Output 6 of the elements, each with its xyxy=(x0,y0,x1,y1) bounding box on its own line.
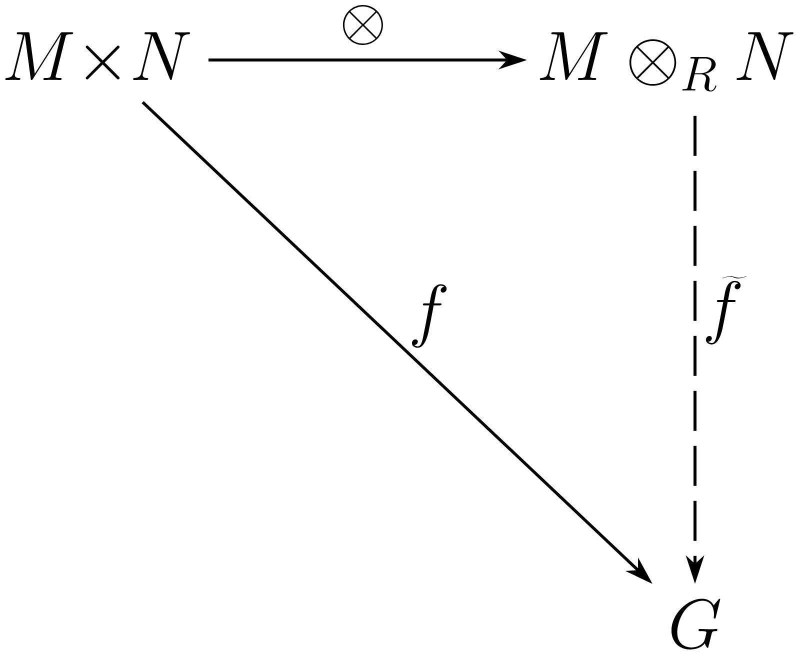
formula: $G$ xyxy=(671,598,720,650)
edge-label: $\otimes$ xyxy=(342,5,383,45)
formula: $M{\times}N$ xyxy=(5,32,190,80)
formula: $M \otimes_R N$ xyxy=(540,32,794,92)
edge-label: $\widetilde{f}$ xyxy=(706,276,746,344)
edge-label: $f$ xyxy=(412,284,447,348)
